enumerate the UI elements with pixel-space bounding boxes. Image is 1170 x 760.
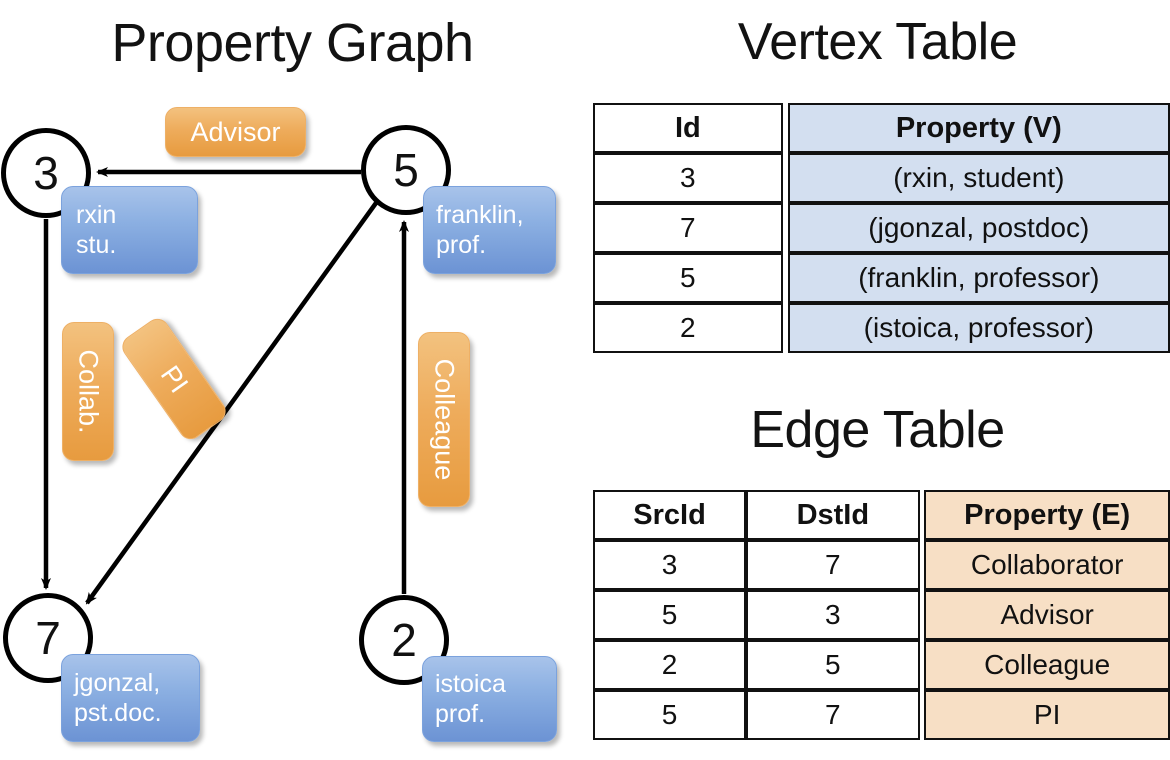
node-property-chip-franklin[interactable]: franklin, prof. xyxy=(423,186,556,274)
graph-node-2[interactable]: 2 xyxy=(359,595,449,685)
vertex-col-header-id: Id xyxy=(593,103,783,153)
vertex-cell-id: 5 xyxy=(593,253,783,303)
edge-col-header-srcid: SrcId xyxy=(593,490,747,540)
graph-node-label: 7 xyxy=(35,612,61,664)
graph-node-label: 2 xyxy=(391,614,417,666)
vertex-cell-id: 7 xyxy=(593,203,783,253)
page-title-property-graph: Property Graph xyxy=(111,13,474,73)
node-property-label: istoica prof. xyxy=(435,669,506,729)
graph-node-5[interactable]: 5 xyxy=(361,125,451,215)
vertex-col-header-property: Property (V) xyxy=(787,103,1170,153)
edge-label-chip-advisor[interactable]: Advisor xyxy=(165,107,306,157)
table-header-row: Id Property (V) xyxy=(593,103,1170,153)
graph-node-label: 3 xyxy=(33,147,59,199)
node-property-label: jgonzal, pst.doc. xyxy=(74,668,162,728)
table-row: 7 (jgonzal, postdoc) xyxy=(593,203,1170,253)
table-row: 5 3 Advisor xyxy=(593,590,1170,640)
edge-cell-property: Advisor xyxy=(924,590,1170,640)
edge-cell-property: PI xyxy=(924,690,1170,740)
vertex-cell-property: (rxin, student) xyxy=(787,153,1170,203)
edge-label-text: PI xyxy=(154,359,194,398)
edge-label-chip-collab[interactable]: Collab. xyxy=(62,322,114,461)
edge-cell-dstid: 3 xyxy=(746,590,920,640)
edge-cell-property: Collaborator xyxy=(924,540,1170,590)
edge-label-text: Advisor xyxy=(190,116,281,147)
edge-pi-5-to-7 xyxy=(85,201,378,605)
table-row: 2 5 Colleague xyxy=(593,640,1170,690)
graph-node-label: 5 xyxy=(393,144,419,196)
node-property-label: franklin, prof. xyxy=(436,200,524,260)
vertex-table: Id Property (V) 3 (rxin, student) 7 (jgo… xyxy=(593,103,1170,353)
edge-cell-srcid: 5 xyxy=(593,690,747,740)
table-header-row: SrcId DstId Property (E) xyxy=(593,490,1170,540)
edge-cell-dstid: 5 xyxy=(746,640,920,690)
edge-cell-srcid: 2 xyxy=(593,640,747,690)
edge-col-header-property: Property (E) xyxy=(924,490,1170,540)
vertex-cell-property: (istoica, professor) xyxy=(787,303,1170,353)
edge-cell-srcid: 3 xyxy=(593,540,747,590)
edge-cell-dstid: 7 xyxy=(746,690,920,740)
vertex-cell-id: 2 xyxy=(593,303,783,353)
table-row: 5 7 PI xyxy=(593,690,1170,740)
node-property-chip-jgonzal[interactable]: jgonzal, pst.doc. xyxy=(61,654,200,742)
edge-col-header-dstid: DstId xyxy=(746,490,920,540)
edge-label-chip-colleague[interactable]: Colleague xyxy=(418,332,470,507)
table-row: 2 (istoica, professor) xyxy=(593,303,1170,353)
vertex-cell-property: (jgonzal, postdoc) xyxy=(787,203,1170,253)
edge-label-text: Collab. xyxy=(73,349,104,434)
edge-cell-srcid: 5 xyxy=(593,590,747,640)
table-row: 3 7 Collaborator xyxy=(593,540,1170,590)
page-title-vertex-table: Vertex Table xyxy=(737,13,1018,71)
edge-cell-dstid: 7 xyxy=(746,540,920,590)
vertex-cell-id: 3 xyxy=(593,153,783,203)
page-title-edge-table: Edge Table xyxy=(750,401,1005,459)
graph-edges-svg xyxy=(41,167,409,605)
node-property-chip-rxin[interactable]: rxin stu. xyxy=(61,186,198,274)
node-property-label: rxin stu. xyxy=(76,200,117,260)
edge-cell-property: Colleague xyxy=(924,640,1170,690)
table-row: 3 (rxin, student) xyxy=(593,153,1170,203)
vertex-cell-property: (franklin, professor) xyxy=(787,253,1170,303)
table-row: 5 (franklin, professor) xyxy=(593,253,1170,303)
node-property-chip-istoica[interactable]: istoica prof. xyxy=(422,656,557,742)
edge-label-text: Colleague xyxy=(429,358,460,481)
edge-table: SrcId DstId Property (E) 3 7 Collaborato… xyxy=(593,490,1170,740)
